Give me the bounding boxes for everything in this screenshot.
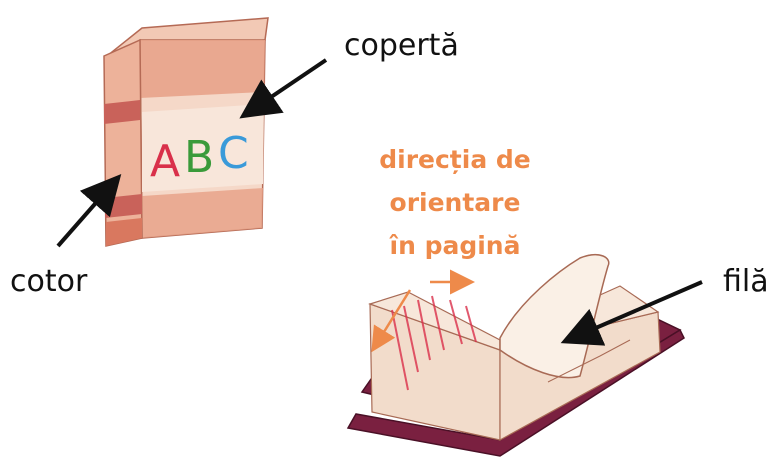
label-spine: cotor (10, 264, 88, 299)
direction-text-line-3: în pagină (389, 231, 521, 260)
label-cover: copertă (344, 28, 459, 63)
open-book-illustration (346, 254, 685, 457)
direction-text-line-1: direcția de (379, 145, 531, 174)
arrow-to-leaf (560, 280, 703, 346)
label-leaf: filă (723, 264, 769, 299)
arrow-reading-down (371, 289, 412, 353)
cover-letter-b: B (184, 132, 214, 183)
direction-text-line-2: orientare (389, 188, 521, 217)
arrow-to-cover (239, 58, 328, 119)
cover-letter-a: A (150, 136, 180, 187)
cover-letter-c: C (218, 128, 249, 179)
arrow-to-spine (56, 173, 122, 248)
closed-book-illustration: A B C (103, 17, 269, 247)
